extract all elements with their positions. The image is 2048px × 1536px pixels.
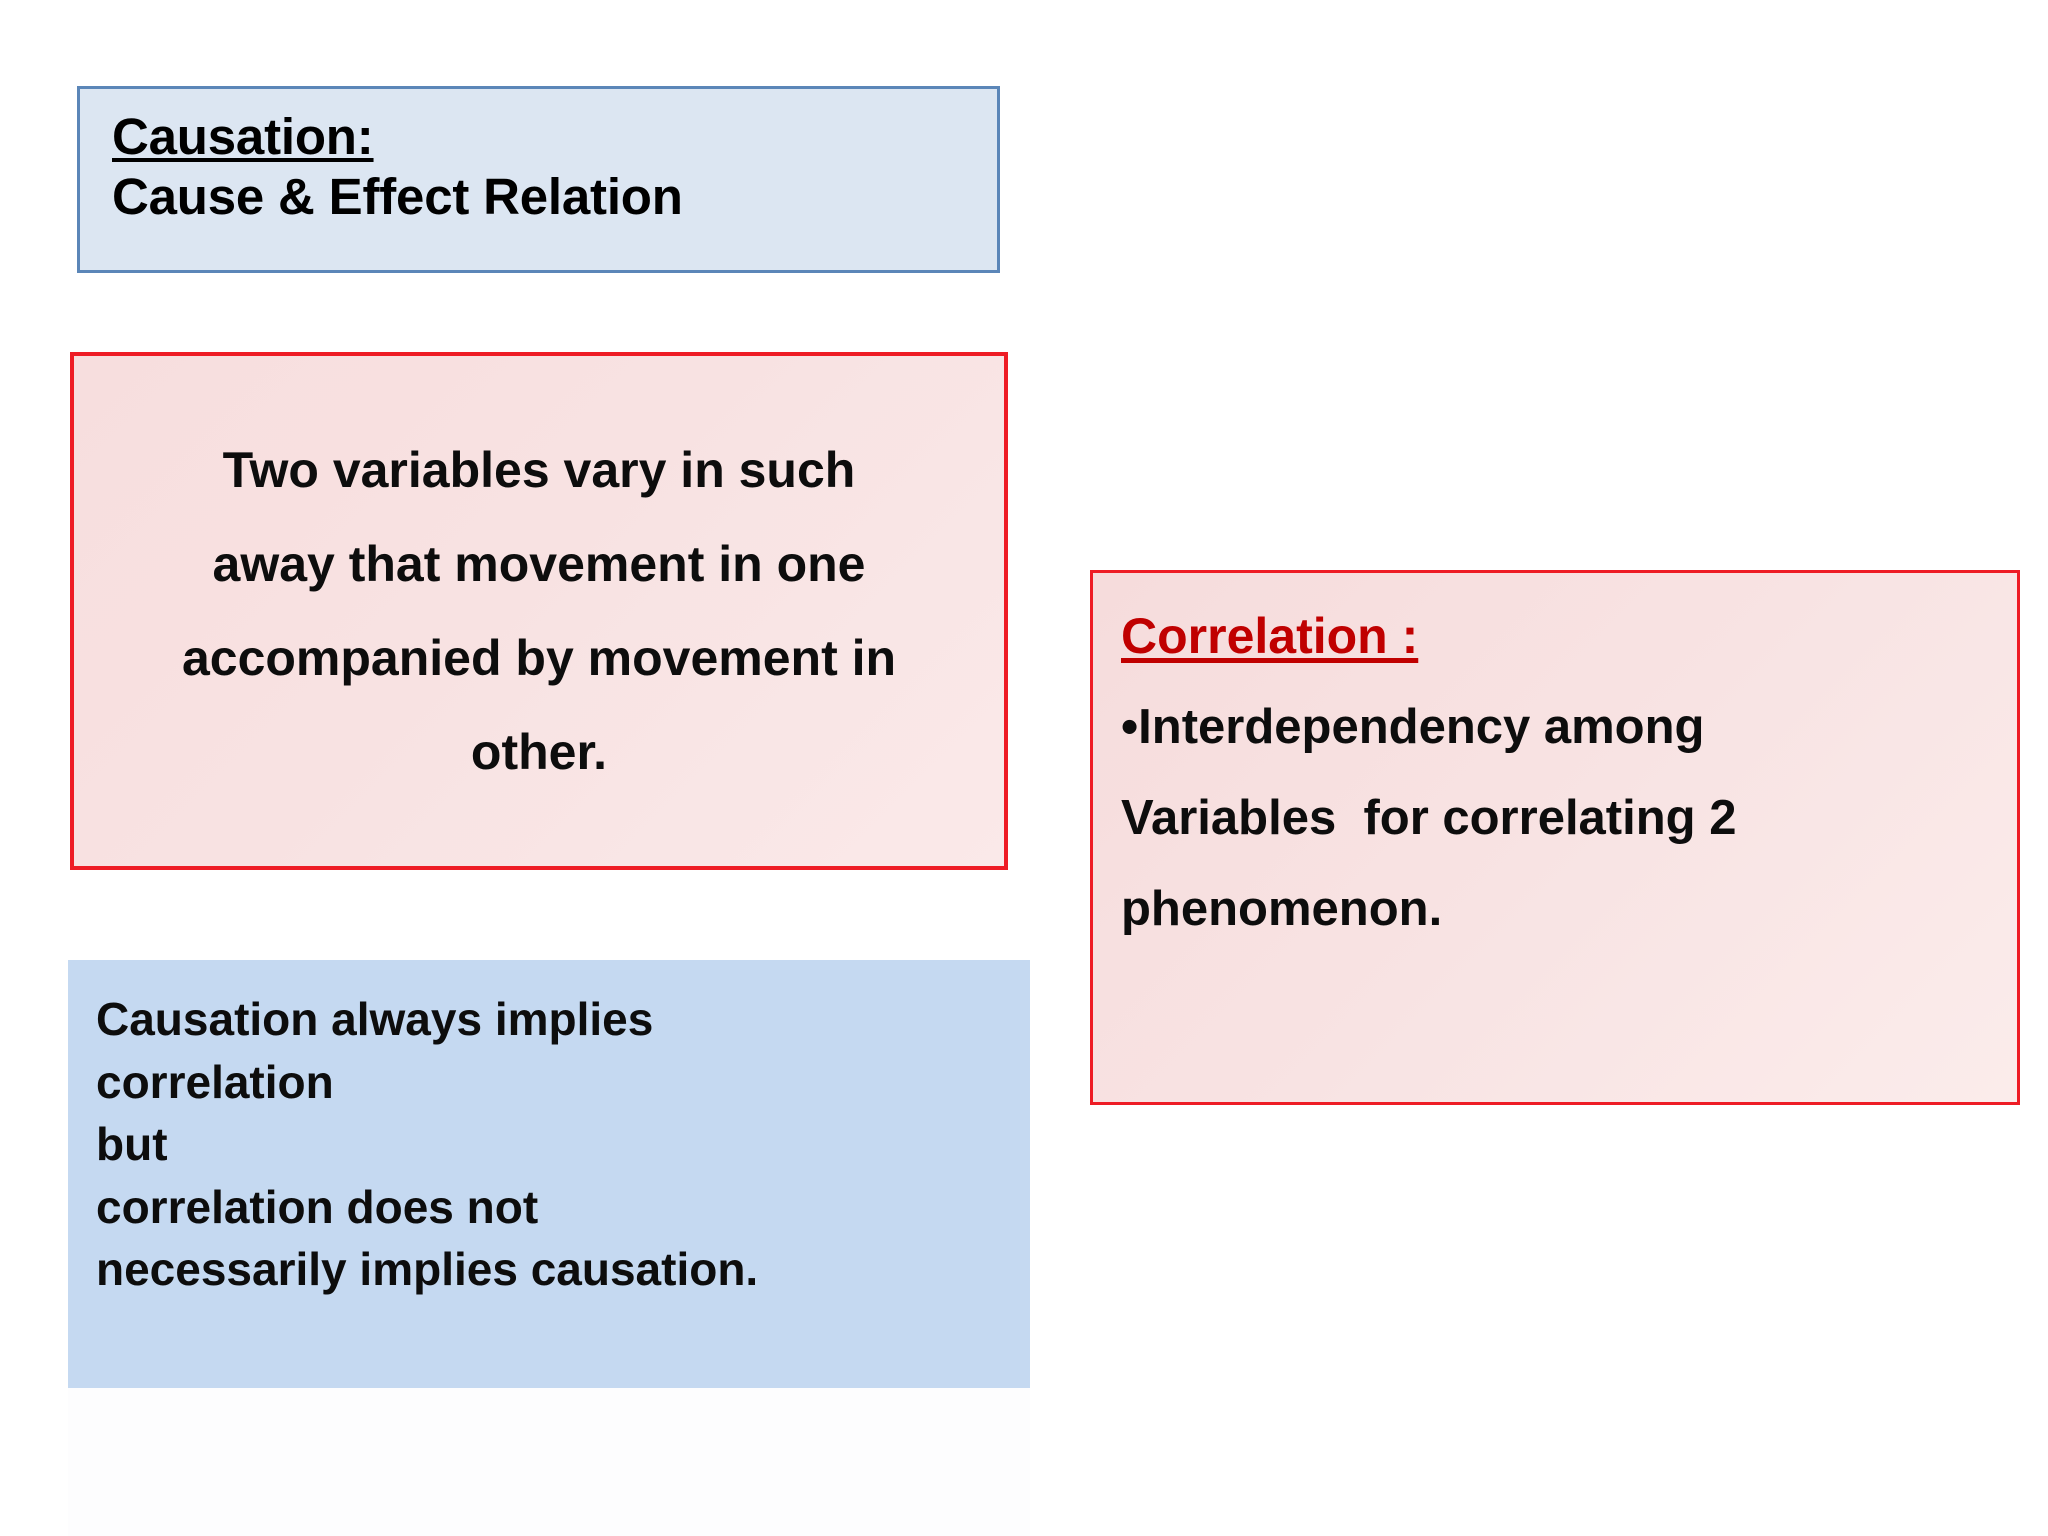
- implication-line-3: but: [96, 1118, 168, 1171]
- implication-line-2: correlation: [96, 1055, 334, 1108]
- causation-subheading: Cause & Effect Relation: [112, 168, 683, 226]
- correlation-box: Correlation : •Interdependency among Var…: [1090, 570, 2020, 1105]
- definition-line-2: away that movement in one: [212, 536, 866, 592]
- page-underlay: [68, 1388, 1030, 1536]
- correlation-bullet-line-2: Variables for correlating 2: [1121, 791, 1737, 845]
- causation-title-box: Causation: Cause & Effect Relation: [77, 86, 1000, 273]
- correlation-bullet-line-3: phenomenon.: [1121, 882, 1443, 936]
- correlation-bullet-line-1: •Interdependency among: [1121, 700, 1705, 754]
- implication-line-5: necessarily implies causation.: [96, 1243, 759, 1296]
- definition-box: Two variables vary in such away that mov…: [70, 352, 1008, 870]
- implication-line-1: Causation always implies: [96, 993, 654, 1045]
- implication-line-4: correlation does not: [96, 1180, 539, 1233]
- definition-line-4: other.: [470, 724, 608, 780]
- implication-box: Causation always implies correlation but…: [68, 960, 1030, 1388]
- definition-line-3: accompanied by movement in: [181, 630, 897, 686]
- correlation-heading: Correlation :: [1121, 608, 1419, 664]
- causation-heading: Causation:: [112, 108, 374, 165]
- definition-line-1: Two variables vary in such: [222, 442, 856, 498]
